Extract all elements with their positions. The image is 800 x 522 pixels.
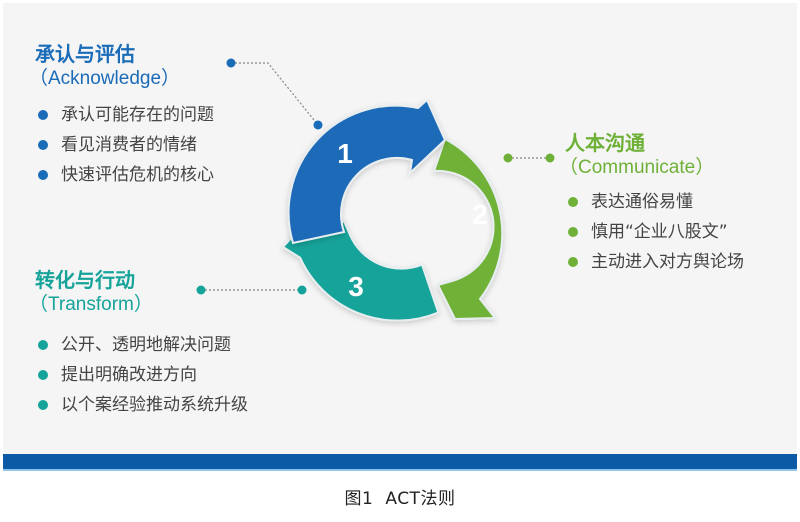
transform-subtitle: （Transform） xyxy=(29,294,153,315)
bullet-icon xyxy=(38,400,48,410)
communicate-list: 表达通俗易懂 慎用“企业八股文” 主动进入对方舆论场 xyxy=(565,187,744,277)
acknowledge-list: 承认可能存在的问题 看见消费者的情绪 快速评估危机的核心 xyxy=(35,100,214,190)
figure-title: ACT法则 xyxy=(385,489,456,509)
bullet-icon xyxy=(568,227,578,237)
arrow-step-2 xyxy=(432,137,504,321)
list-item: 以个案经验推动系统升级 xyxy=(35,390,248,420)
bullet-icon xyxy=(568,197,578,207)
step-1-number: 1 xyxy=(337,138,353,169)
step-3-number: 3 xyxy=(348,271,364,302)
bullet-icon xyxy=(568,257,578,267)
connector-communicate xyxy=(503,153,555,163)
list-item: 承认可能存在的问题 xyxy=(35,100,214,130)
transform-block: 转化与行动 （Transform） 公开、透明地解决问题 提出明确改进方向 以个… xyxy=(29,268,248,420)
acknowledge-title: 承认与评估 xyxy=(35,42,135,66)
list-item: 看见消费者的情绪 xyxy=(35,130,214,160)
step-2-number: 2 xyxy=(472,199,488,230)
figure-number: 图1 xyxy=(344,489,374,509)
transform-list: 公开、透明地解决问题 提出明确改进方向 以个案经验推动系统升级 xyxy=(35,330,248,420)
bullet-icon xyxy=(38,170,48,180)
footer-bar-line xyxy=(3,469,797,471)
bullet-icon xyxy=(38,340,48,350)
list-item: 公开、透明地解决问题 xyxy=(35,330,248,360)
list-item: 快速评估危机的核心 xyxy=(35,160,214,190)
footer-bar xyxy=(3,454,797,469)
list-item: 慎用“企业八股文” xyxy=(565,217,744,247)
bullet-icon xyxy=(38,140,48,150)
arrow-step-1 xyxy=(287,98,447,245)
communicate-block: 人本沟通 （Communicate） 表达通俗易懂 慎用“企业八股文” 主动进入… xyxy=(559,131,744,277)
list-item: 提出明确改进方向 xyxy=(35,360,248,390)
list-item: 主动进入对方舆论场 xyxy=(565,247,744,277)
connector-transform xyxy=(196,285,307,295)
list-item: 表达通俗易懂 xyxy=(565,187,744,217)
arrow-step-3 xyxy=(281,218,440,322)
communicate-title: 人本沟通 xyxy=(565,131,645,155)
connector-acknowledge xyxy=(226,58,323,130)
acknowledge-block: 承认与评估 （Acknowledge） 承认可能存在的问题 看见消费者的情绪 快… xyxy=(29,42,214,190)
figure-caption: 图1 ACT法则 xyxy=(0,484,800,509)
bullet-icon xyxy=(38,370,48,380)
bullet-icon xyxy=(38,110,48,120)
transform-title: 转化与行动 xyxy=(35,268,135,292)
communicate-subtitle: （Communicate） xyxy=(559,157,715,178)
figure-panel xyxy=(3,3,797,454)
acknowledge-subtitle: （Acknowledge） xyxy=(29,68,181,89)
